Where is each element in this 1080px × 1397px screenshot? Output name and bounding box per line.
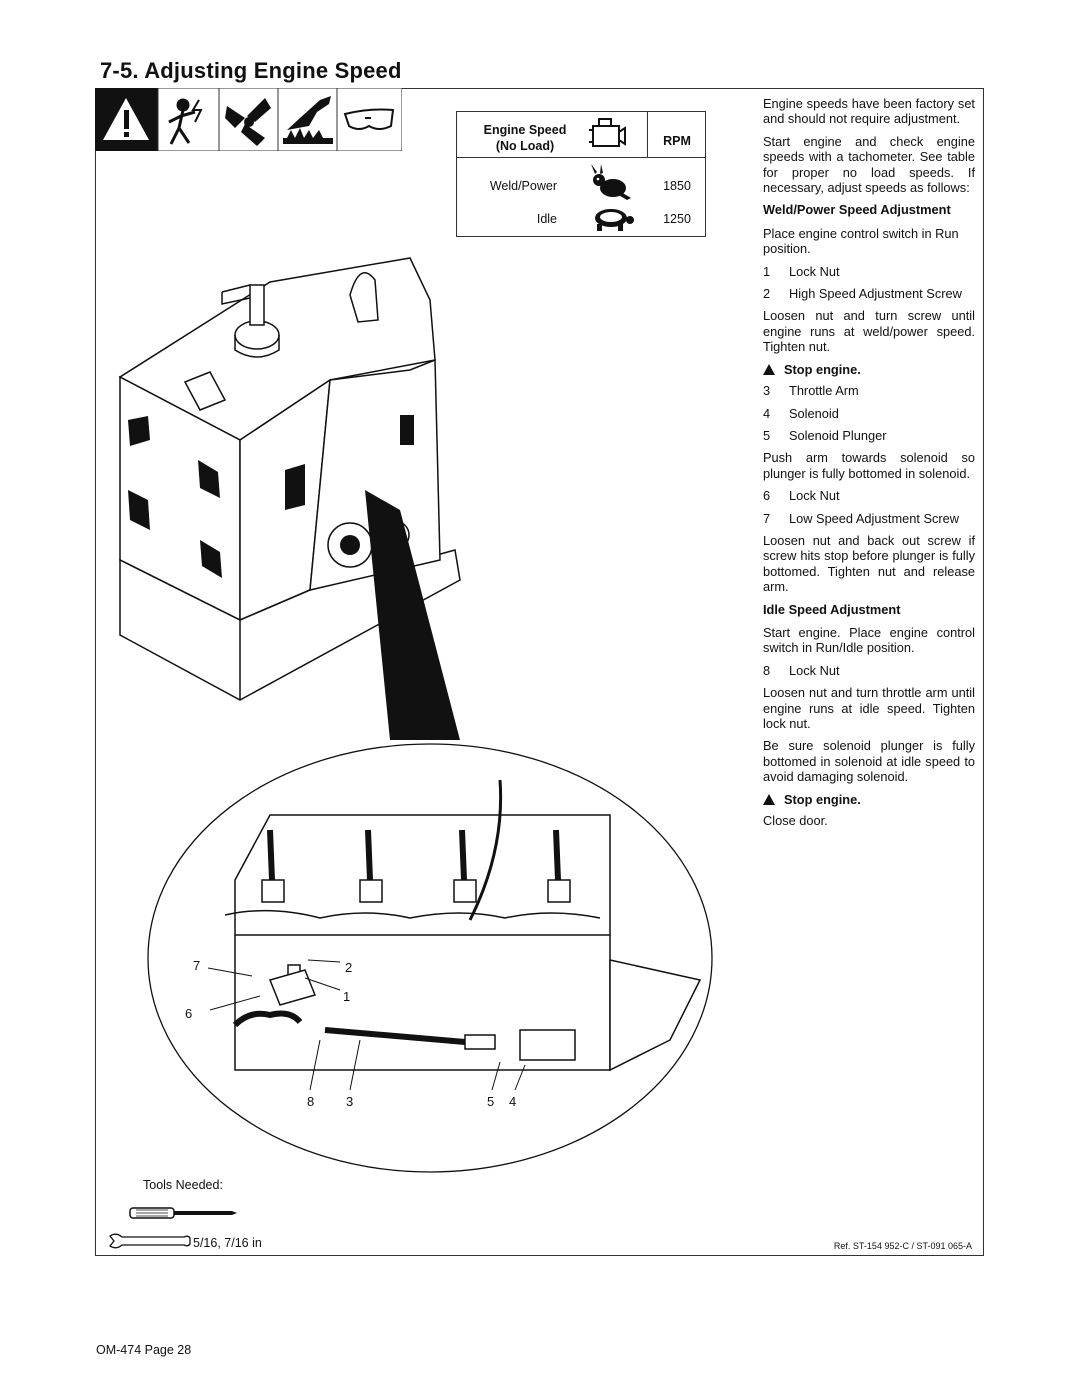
engine-speed-table: Engine Speed (No Load) RPM Weld/Power 18…	[456, 111, 706, 237]
warning-icon	[763, 363, 775, 375]
tools-needed-label: Tools Needed:	[143, 1178, 223, 1192]
warning-icon	[763, 793, 775, 805]
reference-number: Ref. ST-154 952-C / ST-091 065-A	[833, 1241, 972, 1251]
page-footer: OM-474 Page 28	[96, 1343, 192, 1357]
header-no-load: (No Load)	[495, 139, 555, 153]
callout-6: 6	[185, 1006, 193, 1021]
idle-paragraph-3: Be sure solenoid plunger is fully bottom…	[763, 738, 975, 785]
stop-engine-warning-2: Stop engine.	[763, 792, 975, 807]
callout-7: 7	[193, 958, 201, 973]
row-weld-power-rpm: 1850	[663, 179, 691, 193]
idle-heading: Idle Speed Adjustment	[763, 601, 901, 617]
weld-paragraph-1: Place engine control switch in Run posit…	[763, 225, 959, 257]
stop-engine-warning-1: Stop engine.	[763, 362, 975, 377]
content-frame	[95, 88, 984, 1256]
section-title: 7-5. Adjusting Engine Speed	[100, 58, 402, 83]
weld-paragraph-4: Loosen nut and back out screw if screw h…	[763, 532, 975, 595]
row-idle-rpm: 1250	[663, 212, 691, 226]
callout-8: 8	[307, 1094, 315, 1109]
weld-power-heading: Weld/Power Speed Adjustment	[763, 202, 951, 218]
row-weld-power-label: Weld/Power	[489, 179, 557, 193]
idle-paragraph-2: Loosen nut and turn throttle arm until e…	[763, 685, 975, 731]
close-door-text: Close door.	[763, 813, 828, 829]
header-rpm: RPM	[663, 134, 691, 148]
callout-4: 4	[509, 1094, 517, 1109]
instructions-column: Engine speeds have been factory set and …	[763, 96, 975, 835]
turtle-icon	[595, 209, 634, 231]
intro-paragraph-2: Start engine and check engine speeds wit…	[763, 133, 975, 196]
hazard-icons	[95, 88, 402, 151]
weld-paragraph-2: Loosen nut and turn screw until engine r…	[763, 308, 975, 355]
callout-2: 2	[345, 960, 353, 975]
welder-generator-illustration	[118, 257, 461, 740]
rabbit-icon	[591, 164, 631, 200]
header-engine-speed: Engine Speed	[483, 123, 567, 137]
wrench-icon	[109, 1233, 191, 1249]
weld-paragraph-3: Push arm towards solenoid so plunger is …	[763, 450, 975, 481]
callout-5: 5	[487, 1094, 495, 1109]
intro-paragraph-1: Engine speeds have been factory set and …	[763, 96, 975, 127]
throttle-detail-illustration	[147, 743, 713, 1173]
idle-paragraph-1: Start engine. Place engine control switc…	[763, 624, 975, 656]
engine-icon	[589, 118, 626, 147]
callout-3: 3	[346, 1094, 354, 1109]
screwdriver-icon	[129, 1207, 237, 1219]
callout-1: 1	[343, 989, 351, 1004]
row-idle-label: Idle	[536, 212, 557, 226]
tools-size: 5/16, 7/16 in	[193, 1236, 262, 1250]
